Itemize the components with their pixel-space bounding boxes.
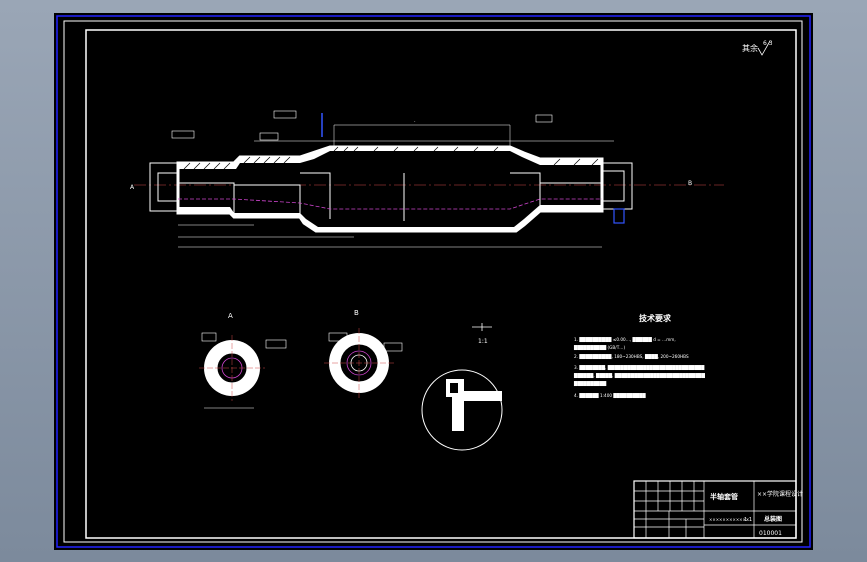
tech-line-1: 1. ██████████ ≤0.00…, ██████ d = …mm, bbox=[574, 337, 676, 343]
section-label-b: B bbox=[354, 309, 359, 317]
right-end-cap bbox=[601, 162, 633, 210]
svg-text:·: · bbox=[414, 119, 416, 125]
tolerance-frame-2 bbox=[273, 110, 297, 119]
title-block bbox=[633, 480, 797, 539]
tech-line-3: 2. ██████████, 180~230HBS, ████, 200~260… bbox=[574, 354, 689, 360]
section-label-a: A bbox=[228, 312, 233, 320]
cad-viewport[interactable]: 其余 6.3 bbox=[54, 13, 813, 550]
sheet-inner-frame bbox=[85, 29, 797, 539]
title-drawing-title: 总装图 bbox=[764, 515, 782, 523]
engineering-drawing: 其余 6.3 bbox=[56, 15, 811, 548]
detail-groove-shape bbox=[446, 379, 502, 431]
title-subtitle: ×××××××××××× bbox=[709, 517, 749, 522]
left-end-cap bbox=[149, 162, 179, 212]
tolerance-frame-1 bbox=[171, 130, 195, 139]
tech-title: 技术要求 bbox=[639, 313, 672, 323]
end-mark-left: A bbox=[130, 184, 135, 191]
surface-finish-note: 其余 bbox=[742, 43, 758, 53]
hidden-bore-line bbox=[178, 198, 602, 210]
tech-line-5: ██████, █████, █████████████████████████… bbox=[573, 373, 706, 379]
sheet-border-blue bbox=[56, 15, 811, 548]
lower-wall-fill bbox=[178, 205, 602, 231]
sheet-outer-frame bbox=[63, 20, 803, 543]
section-view-b: B bbox=[324, 309, 403, 398]
technical-requirements: 技术要求 1. ██████████ ≤0.00…, ██████ d = …m… bbox=[573, 313, 706, 399]
end-mark-right: B bbox=[688, 180, 692, 187]
title-scale: 1:1 bbox=[744, 517, 752, 523]
tolerance-frame-3 bbox=[535, 114, 553, 123]
title-drawing-no: 010001 bbox=[759, 530, 782, 537]
datum-marker-icon bbox=[613, 208, 625, 224]
detail-scale: 1:1 bbox=[478, 338, 488, 345]
tech-line-6: ██████████ bbox=[573, 381, 607, 387]
main-shaft-view: · bbox=[134, 110, 724, 248]
tech-line-7: 4. ██████ 1:400 ██████████ bbox=[574, 393, 646, 399]
section-view-a: A bbox=[199, 312, 287, 409]
bore-step-1 bbox=[178, 182, 235, 213]
title-school: ××学院课程设计 bbox=[757, 490, 803, 498]
title-part-name: 半轴套管 bbox=[710, 492, 738, 501]
upper-wall-fill bbox=[178, 147, 602, 169]
roughness-symbol-icon bbox=[757, 40, 771, 56]
detail-view-i: 1:1 bbox=[421, 323, 503, 451]
hatch-lines bbox=[183, 146, 599, 170]
tech-line-4: 3. ████████, ███████████████████████████… bbox=[574, 365, 705, 371]
surface-finish-value: 6.3 bbox=[763, 40, 773, 47]
detail-circle bbox=[421, 369, 503, 451]
tech-line-2: ██████████ (GB/T…) bbox=[573, 345, 625, 351]
